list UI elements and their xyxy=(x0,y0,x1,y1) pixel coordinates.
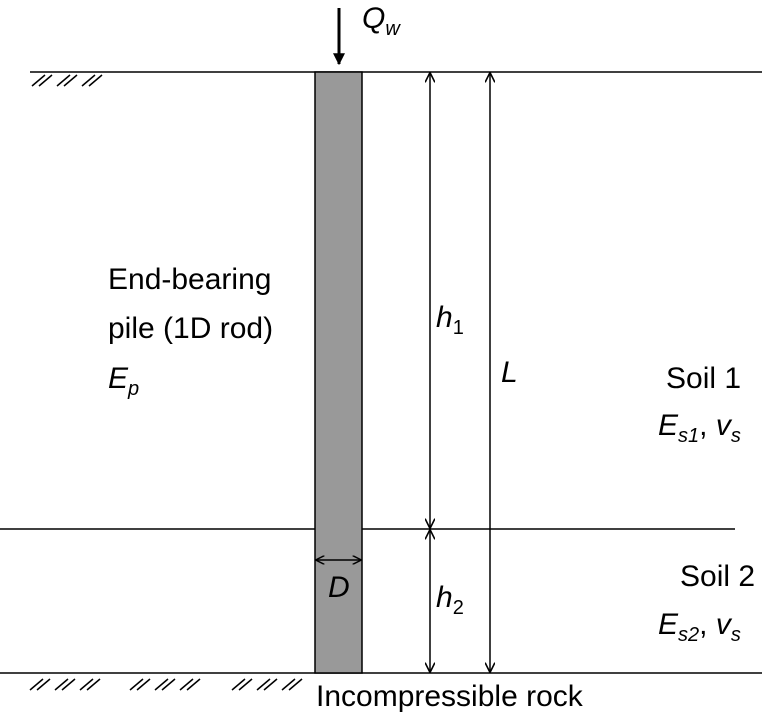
rock-hatch-icon xyxy=(29,678,101,691)
h1-symbol: h xyxy=(436,301,453,334)
soil1-properties: Es1, vs xyxy=(658,409,741,447)
h2-label: h2 xyxy=(436,581,464,619)
soil2-nu-subscript: s xyxy=(730,624,741,646)
rock-label: Incompressible rock xyxy=(316,680,583,713)
pile-description-line2: pile (1D rod) xyxy=(108,312,274,345)
h1-subscript: 1 xyxy=(452,317,464,339)
pile-shaft xyxy=(314,71,363,674)
load-subscript: w xyxy=(385,18,400,40)
ground-hatch-icon xyxy=(31,74,103,87)
soil1-nu-symbol: v xyxy=(715,409,731,442)
pile-modulus-subscript: p xyxy=(128,378,140,400)
soil1-nu-subscript: s xyxy=(730,425,741,447)
rock-hatch-icon xyxy=(231,678,303,691)
rock-hatch-icon xyxy=(129,678,201,691)
load-label: Qw xyxy=(362,2,400,40)
soil2-E-subscript: s2 xyxy=(678,624,700,646)
soil2-name: Soil 2 xyxy=(680,560,756,593)
h1-label: h1 xyxy=(436,301,464,339)
h2-subscript: 2 xyxy=(452,597,464,619)
length-label: L xyxy=(501,356,518,389)
soil1-E-symbol: E xyxy=(658,409,679,442)
h2-symbol: h xyxy=(436,581,453,614)
soil2-properties: Es2, vs xyxy=(658,608,741,646)
pile-description-line1: End-bearing xyxy=(108,263,272,296)
soil2-nu-symbol: v xyxy=(715,608,731,641)
pile-modulus-symbol: E xyxy=(108,362,129,395)
soil2-E-symbol: E xyxy=(658,608,679,641)
pile-modulus-label: Ep xyxy=(108,362,140,400)
soil1-separator: , xyxy=(699,409,708,442)
load-symbol: Q xyxy=(362,2,386,35)
diameter-label: D xyxy=(328,571,350,604)
soil2-separator: , xyxy=(699,608,708,641)
soil1-name: Soil 1 xyxy=(666,362,742,395)
soil1-E-subscript: s1 xyxy=(678,425,700,447)
